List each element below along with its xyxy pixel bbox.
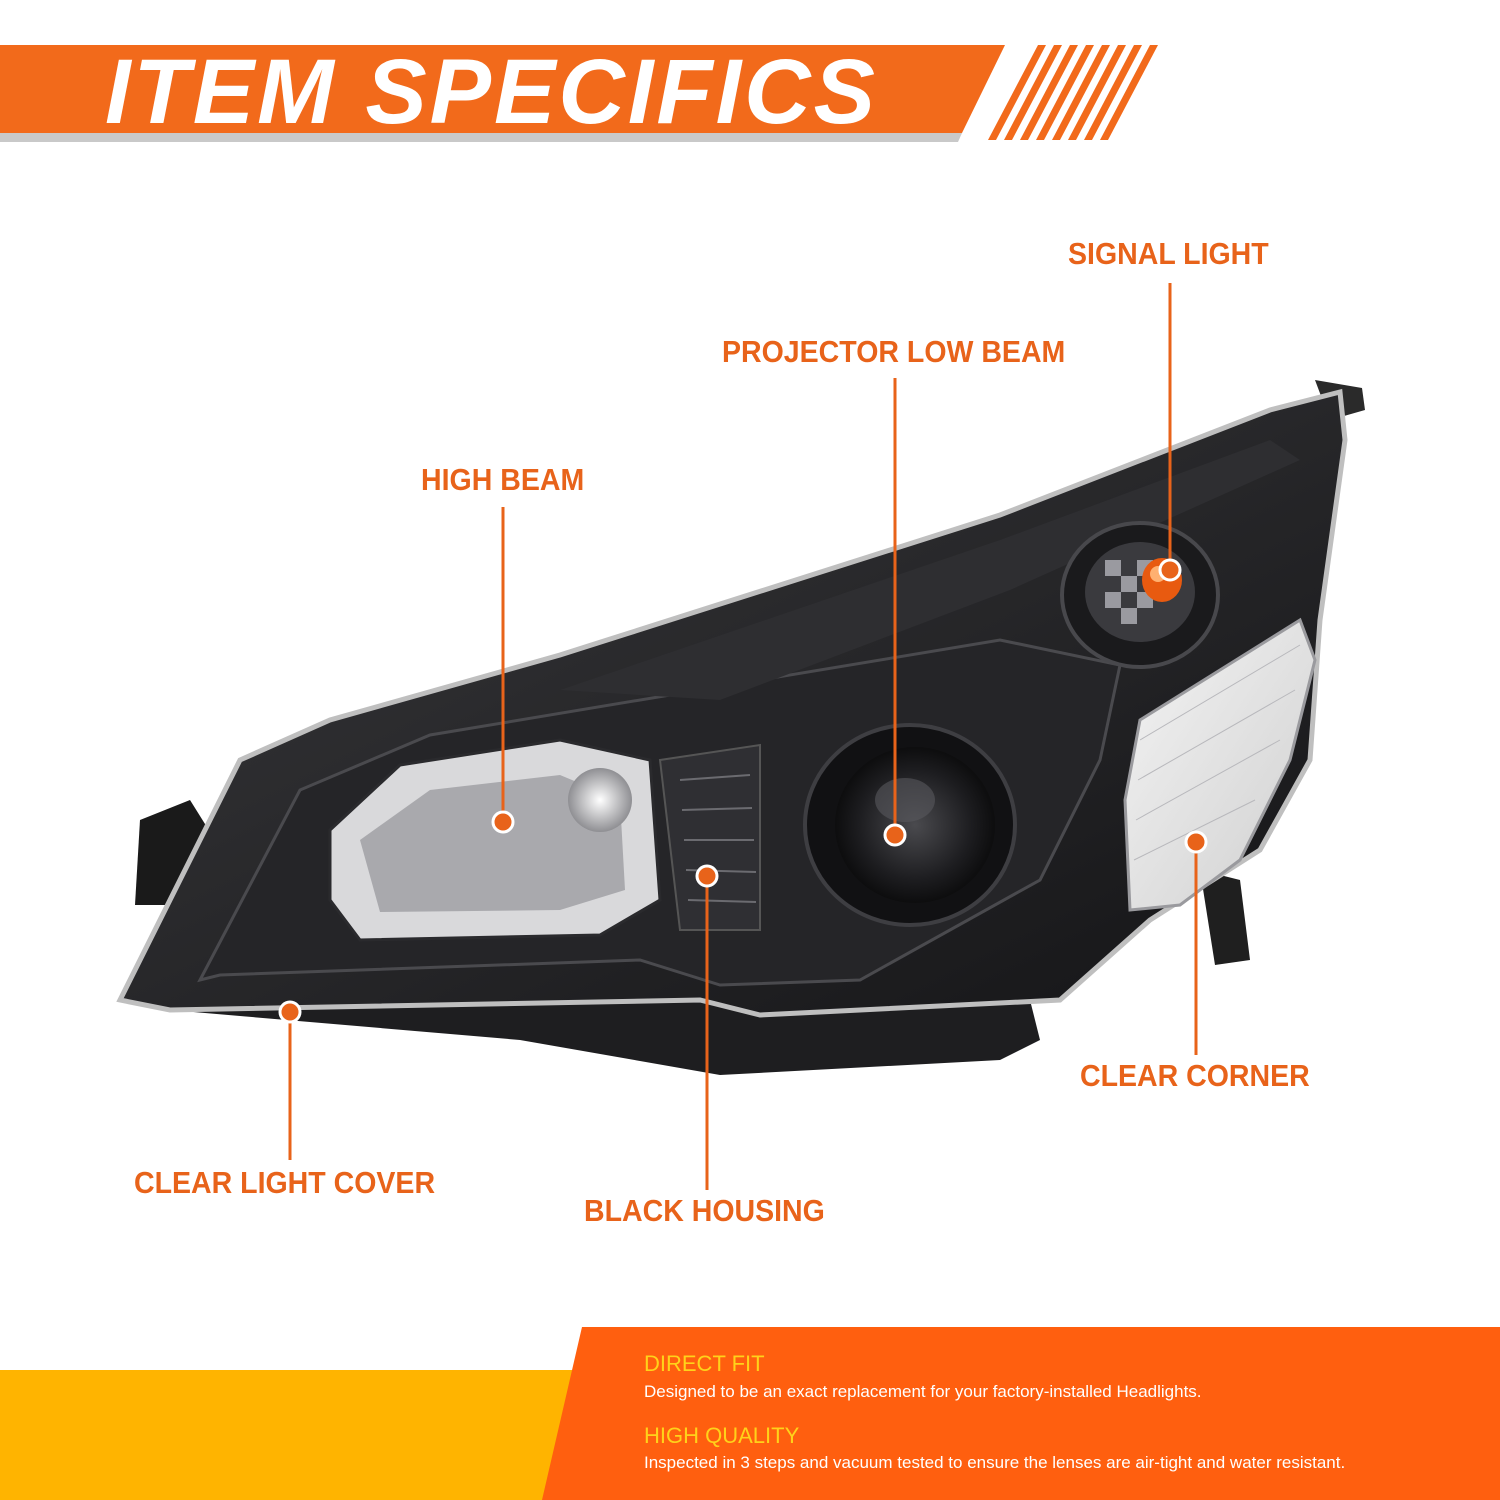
feature-text-direct-fit: Designed to be an exact replacement for … [644, 1382, 1202, 1401]
callout-high-beam: HIGH BEAM [421, 462, 585, 497]
callout-projector-low-beam: PROJECTOR LOW BEAM [722, 334, 1066, 369]
callout-clear-corner: CLEAR CORNER [1080, 1058, 1310, 1093]
callout-black-housing: BLACK HOUSING [584, 1193, 825, 1228]
feature-title-direct-fit: DIRECT FIT [644, 1351, 765, 1376]
feature-text-high-quality: Inspected in 3 steps and vacuum tested t… [644, 1453, 1346, 1472]
callout-signal-light: SIGNAL LIGHT [1068, 236, 1269, 271]
banner-graphic [0, 45, 1158, 142]
footer-graphic [0, 1327, 1500, 1500]
feature-title-high-quality: HIGH QUALITY [644, 1423, 800, 1448]
page-title: ITEM SPECIFICS [105, 41, 878, 143]
callout-clear-light-cover: CLEAR LIGHT COVER [134, 1165, 436, 1200]
